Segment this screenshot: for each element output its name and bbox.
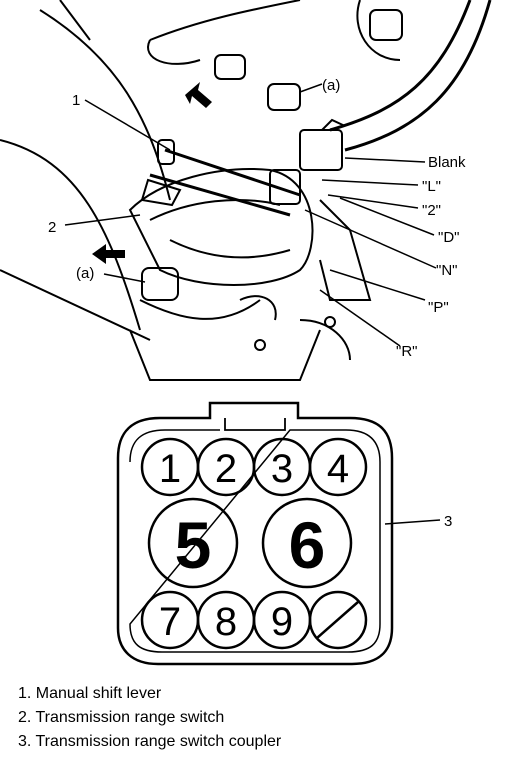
pin-6-label: 6 bbox=[289, 508, 326, 582]
callout-N: "N" bbox=[436, 262, 457, 279]
callout-2-position: "2" bbox=[422, 202, 441, 219]
legend-item-2: 2. Transmission range switch bbox=[18, 709, 225, 726]
legend-item-1: 1. Manual shift lever bbox=[18, 685, 162, 702]
legend: 1. Manual shift lever 2. Transmission ra… bbox=[18, 682, 498, 754]
callout-a-left: (a) bbox=[76, 265, 94, 282]
callout-L: "L" bbox=[422, 178, 441, 195]
leader-N bbox=[304, 209, 437, 269]
coupler-outline bbox=[116, 401, 394, 666]
leader-3 bbox=[384, 519, 441, 525]
coupler-pins bbox=[140, 437, 368, 650]
callout-3: 3 bbox=[444, 513, 452, 530]
pin-4-label: 4 bbox=[327, 447, 349, 491]
pin-9-label: 9 bbox=[271, 600, 293, 644]
leader-a-top bbox=[299, 83, 323, 93]
pin-5-label: 5 bbox=[175, 508, 212, 582]
callout-a-top: (a) bbox=[322, 77, 340, 94]
pin-4-circle bbox=[308, 437, 368, 497]
pin-6-circle bbox=[261, 497, 353, 589]
transmission-illustration bbox=[0, 0, 492, 381]
leader-D bbox=[339, 197, 435, 236]
pin-5-circle bbox=[147, 497, 239, 589]
leader-R bbox=[319, 289, 401, 347]
pin-1-label: 1 bbox=[159, 447, 181, 491]
leader-blank bbox=[344, 157, 426, 163]
left-arrow-icon bbox=[92, 244, 125, 264]
leader-P bbox=[329, 269, 426, 301]
pin-8-label: 8 bbox=[215, 600, 237, 644]
callout-R: "R" bbox=[396, 343, 417, 360]
callout-2: 2 bbox=[48, 219, 56, 236]
leader-a-left bbox=[103, 273, 146, 283]
pin-blank-slash bbox=[316, 601, 359, 639]
leader-2 bbox=[64, 214, 141, 226]
leader-1 bbox=[84, 99, 171, 151]
callout-P: "P" bbox=[428, 299, 449, 316]
callout-blank: Blank bbox=[428, 154, 466, 171]
callout-1: 1 bbox=[72, 92, 80, 109]
callout-D: "D" bbox=[438, 229, 459, 246]
pin-3-label: 3 bbox=[271, 447, 293, 491]
pin-2-label: 2 bbox=[215, 447, 237, 491]
leader-L bbox=[321, 179, 419, 186]
legend-item-3: 3. Transmission range switch coupler bbox=[18, 733, 282, 750]
pin-blank-circle bbox=[308, 590, 368, 650]
pin-7-label: 7 bbox=[159, 600, 181, 644]
up-right-arrow-icon bbox=[185, 82, 212, 108]
leader-2pos bbox=[327, 194, 419, 209]
direction-arrows bbox=[92, 82, 212, 264]
